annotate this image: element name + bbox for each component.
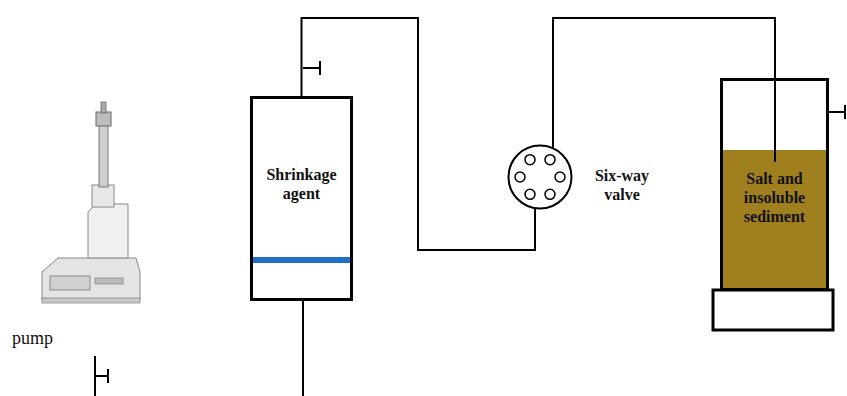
- valve-handle: [319, 61, 321, 75]
- vessel-box: Salt and insoluble sediment: [720, 78, 829, 291]
- cylinder-box: Shrinkage agent: [250, 96, 353, 301]
- node-label: Six-way valve: [587, 166, 657, 204]
- node-label: Shrinkage agent: [253, 165, 350, 203]
- valve-circle: Six-way valve: [507, 144, 573, 210]
- valve-symbol: [507, 144, 573, 210]
- valve-handle: [828, 111, 845, 113]
- vessel-base: [713, 290, 833, 330]
- dip-tube: [774, 78, 776, 162]
- pump-label: pump: [12, 328, 53, 349]
- pipe-connector: [553, 18, 775, 148]
- piston: [252, 257, 350, 263]
- node-label: Salt and insoluble sediment: [723, 169, 826, 227]
- cylinder-inlet-line: [302, 300, 304, 396]
- valve-handle: [844, 105, 846, 119]
- sediment-fill: [721, 150, 827, 290]
- valve-handle: [303, 67, 320, 69]
- pump-illustration: [42, 102, 140, 303]
- valve-handle: [95, 375, 108, 377]
- pipe-connector: [302, 18, 536, 250]
- valve-handle: [107, 369, 109, 383]
